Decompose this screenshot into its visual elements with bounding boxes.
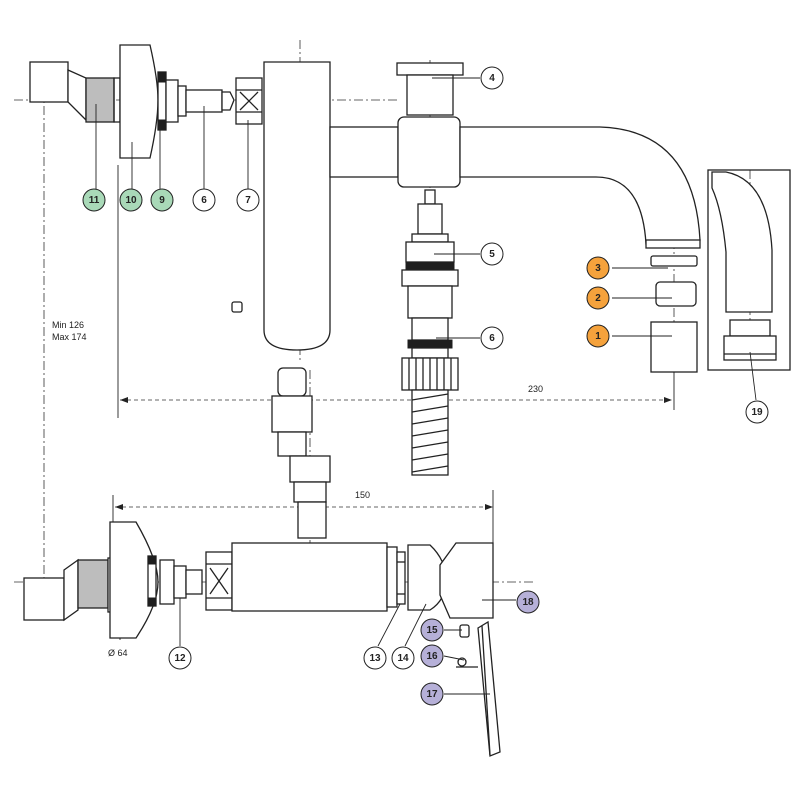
part-label-bubble-15: [420, 618, 444, 642]
aerator-parts: [650, 255, 698, 373]
bottom-wall-assembly: [23, 521, 501, 757]
part-label-7: 7: [245, 195, 251, 206]
part-label-15: 15: [426, 625, 438, 636]
part-label-12: 12: [174, 653, 186, 664]
part-label-bubble-18: [516, 590, 540, 614]
part-label-bubble-9: [150, 188, 174, 212]
top-wall-assembly: [29, 44, 263, 159]
part-label-bubble-4: [480, 66, 504, 90]
part-label-11: 11: [89, 195, 100, 206]
dim-max: Max 174: [52, 332, 87, 342]
part-label-19: 19: [751, 407, 763, 418]
dim-length-top: 230: [528, 384, 543, 394]
cartridge-stack: [401, 189, 459, 476]
part-label-bubble-11: [82, 188, 106, 212]
dim-min: Min 126: [52, 320, 84, 330]
part-label-bubble-6: [480, 326, 504, 350]
part-label-3: 3: [595, 263, 601, 274]
detail-box-19: [707, 169, 791, 371]
part-label-9: 9: [159, 195, 165, 206]
part-label-bubble-2: [586, 286, 610, 310]
part-label-4: 4: [489, 73, 495, 84]
part-label-6: 6: [489, 333, 495, 344]
part-label-18: 18: [522, 597, 534, 608]
part-label-bubble-3: [586, 256, 610, 280]
link-connector: [271, 367, 331, 539]
dim-diameter: Ø 64: [108, 648, 128, 658]
part-label-bubble-12: [168, 646, 192, 670]
part-label-2: 2: [595, 293, 601, 304]
part-label-bubble-14: [391, 646, 415, 670]
part-label-13: 13: [369, 653, 381, 664]
part-label-bubble-6: [192, 188, 216, 212]
mixer-body-and-spout: [231, 61, 701, 351]
part-label-17: 17: [426, 689, 438, 700]
part-label-6: 6: [201, 195, 207, 206]
part-label-bubble-1: [586, 324, 610, 348]
dimension-texts: Min 126 Max 174 230 150 Ø 64: [52, 320, 543, 658]
part-label-bubble-17: [420, 682, 444, 706]
part-label-5: 5: [489, 249, 495, 260]
part-label-1: 1: [595, 331, 601, 342]
leader-lines: [95, 77, 757, 695]
dim-length-bottom: 150: [355, 490, 370, 500]
part-label-bubble-19: [745, 400, 769, 424]
part-label-bubble-16: [420, 644, 444, 668]
part-label-bubble-13: [363, 646, 387, 670]
part-label-bubble-7: [236, 188, 260, 212]
part-label-bubble-5: [480, 242, 504, 266]
part-label-bubble-10: [119, 188, 143, 212]
part-label-10: 10: [125, 195, 137, 206]
part-label-14: 14: [397, 653, 409, 664]
part-label-16: 16: [426, 651, 438, 662]
